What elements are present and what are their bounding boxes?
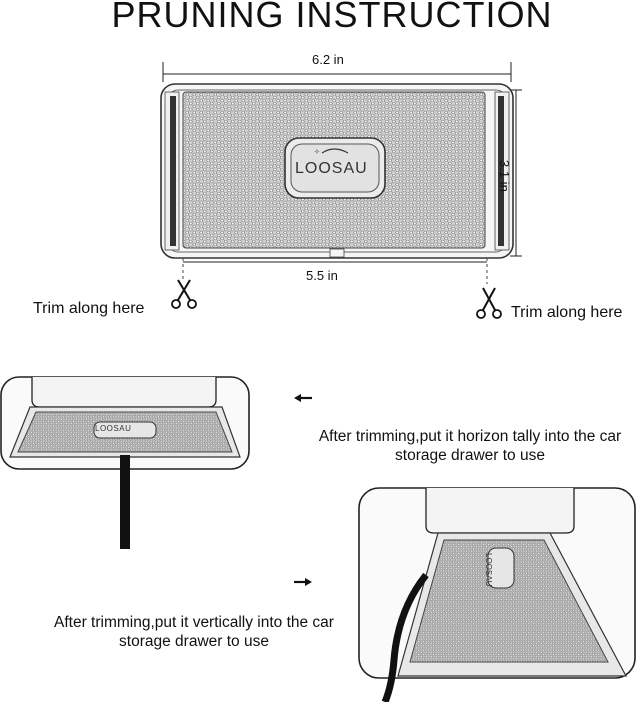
page-title: PRUNING INSTRUCTION	[111, 0, 553, 35]
arrow-right-icon	[294, 578, 312, 586]
scissors-icon	[476, 287, 502, 319]
caption-horizontal: After trimming,put it horizon tally into…	[318, 428, 622, 464]
width-top-label: 6.2 in	[312, 52, 344, 67]
trim-label-left: Trim along here	[33, 300, 145, 317]
scissors-icon	[171, 279, 197, 309]
caption-vertical: After trimming,put it vertically into th…	[54, 614, 334, 650]
height-label: 3.1 in	[497, 160, 512, 192]
width-bottom-label: 5.5 in	[306, 268, 338, 283]
arrow-left-icon	[294, 394, 312, 402]
brand-logo-vertical: LOOSAU	[484, 553, 493, 587]
brand-logo-small: LOOSAU	[95, 424, 132, 433]
drawer-horizontal-illustration	[0, 376, 250, 549]
trim-label-right: Trim along here	[511, 304, 623, 321]
drawer-vertical-illustration	[358, 487, 636, 702]
brand-logo: LOOSAU	[295, 160, 368, 177]
mat-top-view: ✧	[160, 62, 522, 284]
svg-text:✧: ✧	[314, 148, 320, 156]
